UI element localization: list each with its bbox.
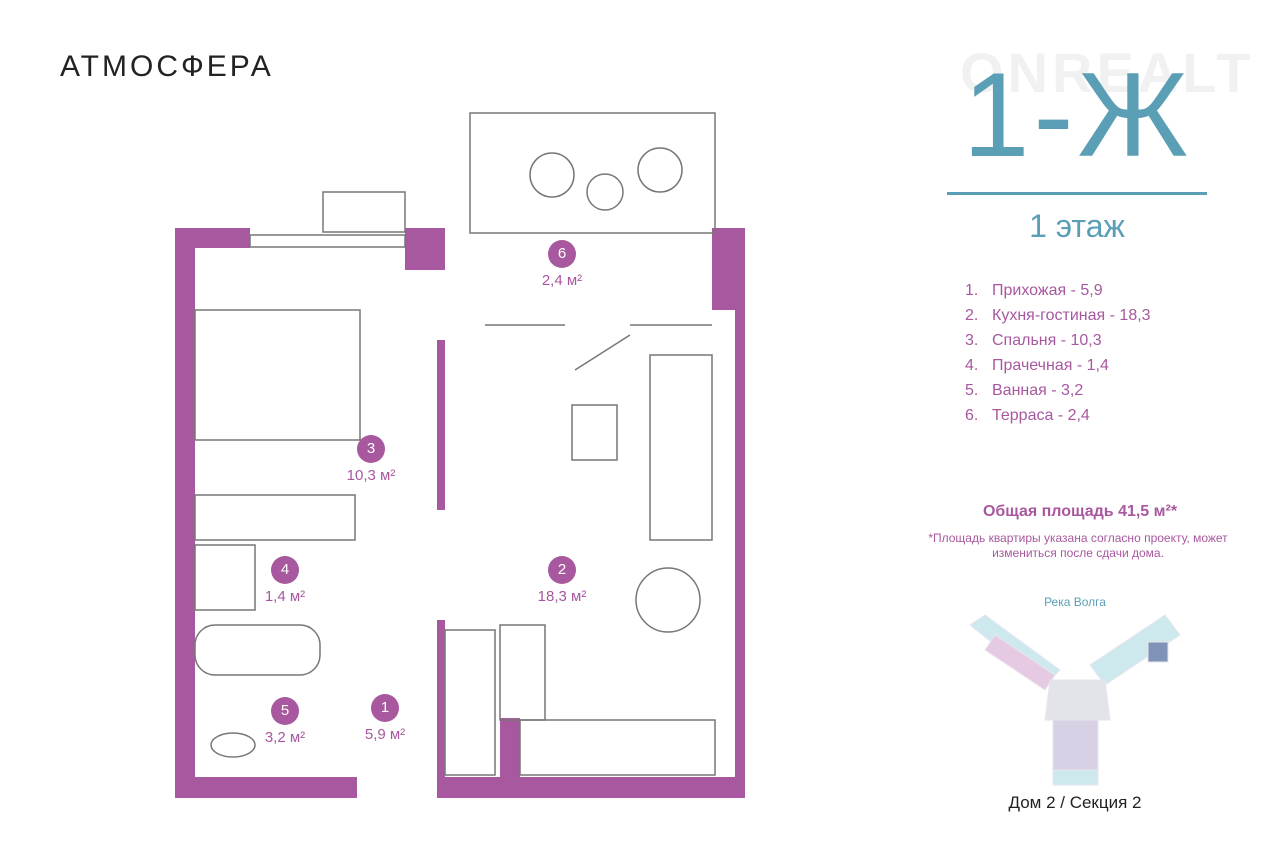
room-item: 3.Спальня - 10,3 — [965, 332, 1102, 349]
washing-machine — [194, 544, 256, 611]
apartment-code: 1-Ж — [962, 48, 1193, 182]
terrace — [469, 112, 716, 234]
window — [249, 234, 406, 248]
coffee-table — [571, 404, 618, 461]
kitchen-counter — [499, 624, 546, 721]
house-section: Дом 2 / Секция 2 — [1008, 793, 1142, 812]
room-item: 1.Прихожая - 5,9 — [965, 282, 1103, 299]
apartment-highlight — [1147, 641, 1169, 663]
terrace-table — [586, 173, 624, 211]
toilet — [210, 732, 256, 758]
floor-plan — [175, 112, 745, 798]
room-list: 1.Прихожая - 5,9 2.Кухня-гостиная - 18,3… — [965, 278, 1151, 428]
walls — [175, 228, 745, 798]
brand-logo: АТМОСФЕРА — [60, 50, 274, 83]
room-item: 6.Терраса - 2,4 — [965, 407, 1090, 424]
total-area: Общая площадь 41,5 м²* — [982, 503, 1178, 520]
watermark: ONREALT — [960, 41, 1255, 104]
room-item: 5.Ванная - 3,2 — [965, 382, 1084, 399]
building-wing-right — [1089, 614, 1181, 686]
dining-table — [635, 567, 701, 633]
divider — [947, 192, 1207, 195]
bathtub — [194, 624, 321, 676]
hallway-wardrobe — [444, 629, 496, 776]
wardrobe — [194, 494, 356, 541]
area-note: *Площадь квартиры указана согласно проек… — [928, 531, 1228, 560]
sofa — [649, 354, 713, 541]
room-item: 2.Кухня-гостиная - 18,3 — [965, 307, 1151, 324]
kitchen-unit — [519, 719, 716, 776]
floor-label: 1 этаж — [1029, 208, 1125, 244]
river-label: Река Волга — [1044, 595, 1106, 609]
building-map — [969, 614, 1181, 786]
bed — [194, 309, 361, 441]
room-item: 4.Прачечная - 1,4 — [965, 357, 1109, 374]
